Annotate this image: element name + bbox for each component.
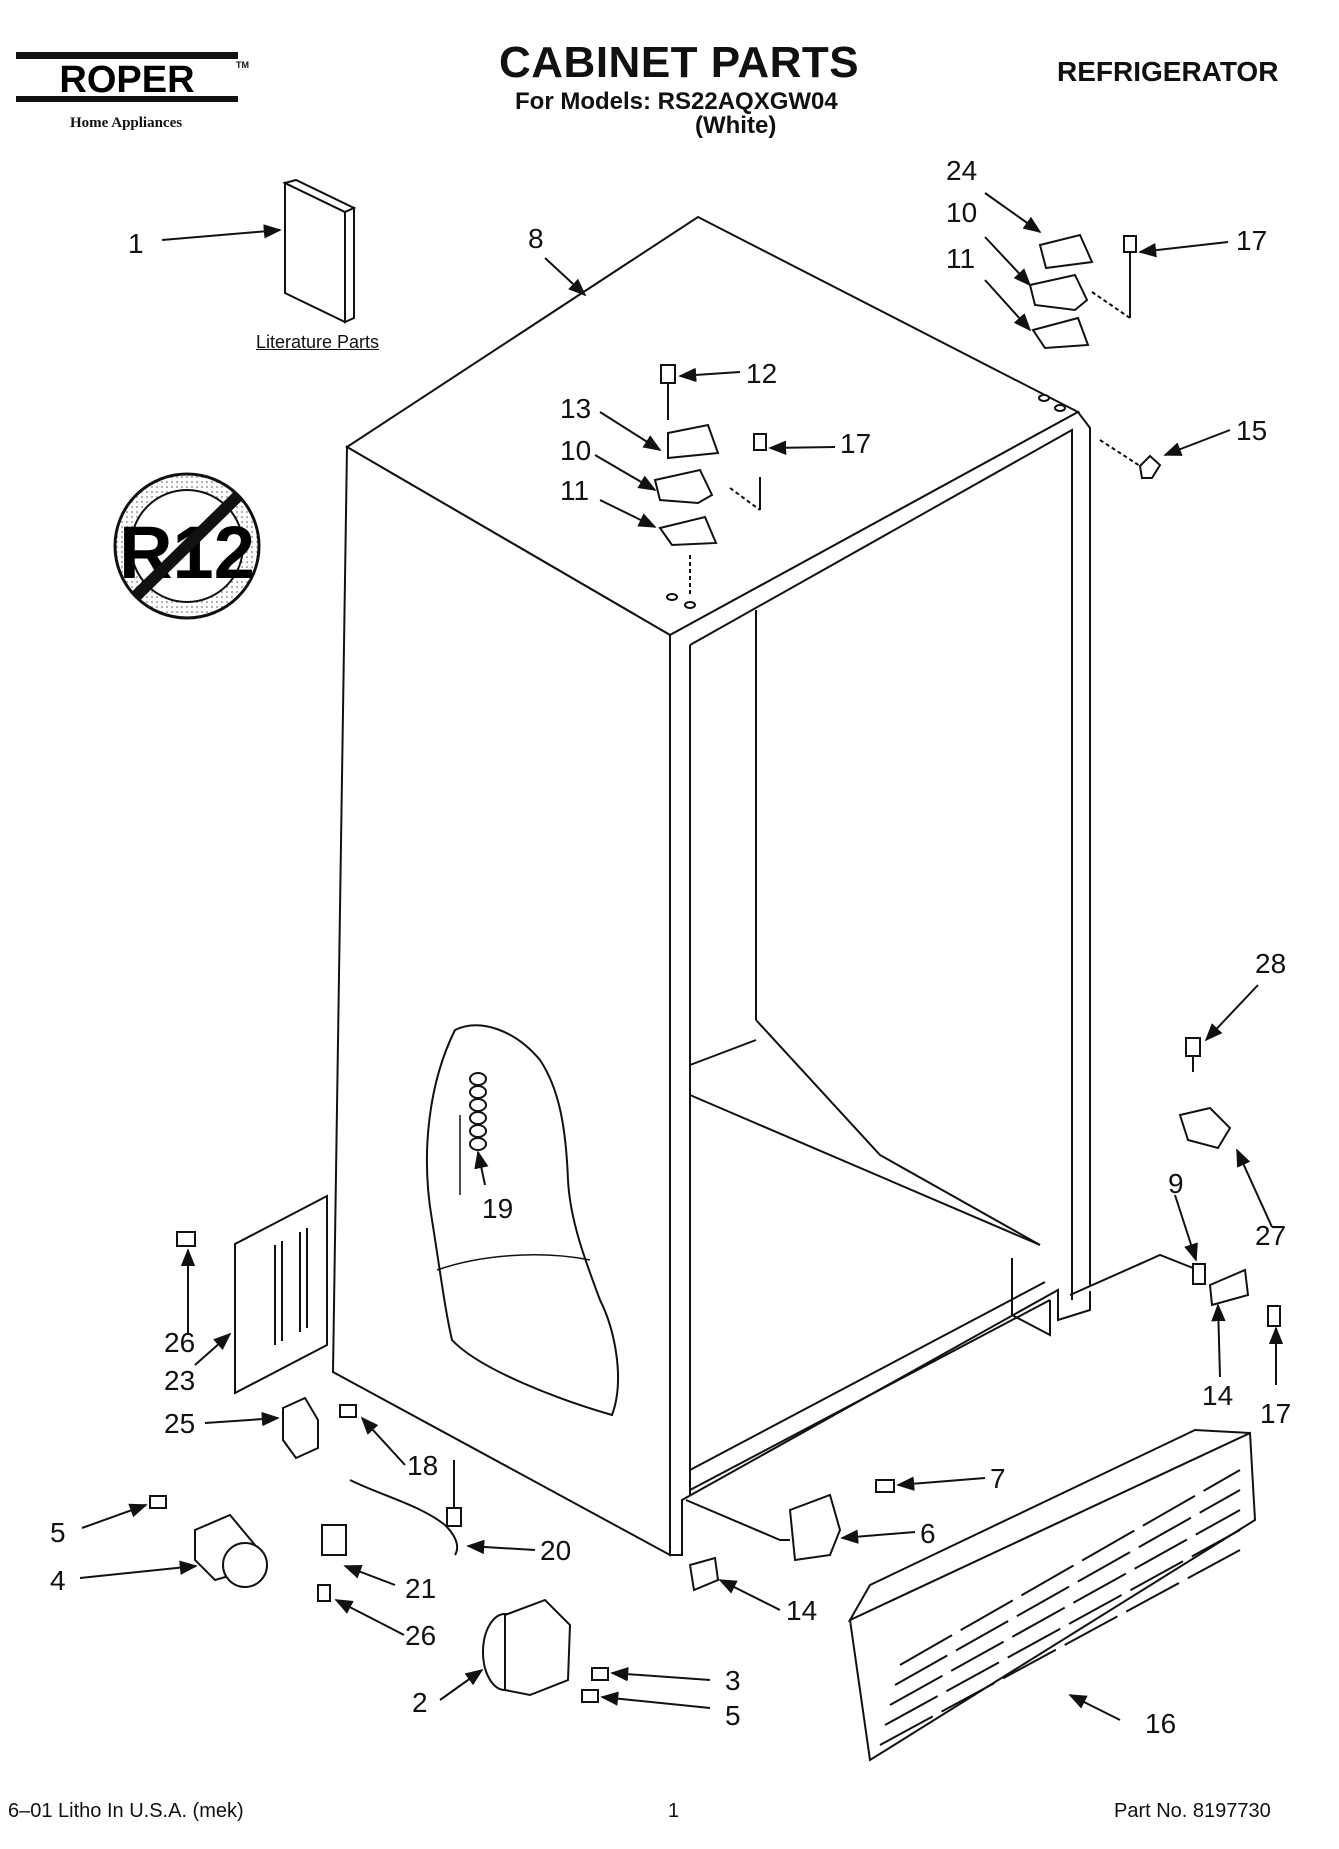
callout-9: 9 (1168, 1168, 1184, 1199)
callout-20: 20 (540, 1535, 571, 1566)
callout-5-left: 5 (50, 1517, 66, 1548)
callout-18: 18 (407, 1450, 438, 1481)
callout-24: 24 (946, 155, 977, 186)
leveling-foot-left (685, 1479, 895, 1592)
brand-name: ROPER (59, 59, 194, 101)
callout-labels: 1 8 24 10 17 11 12 13 10 17 11 15 28 9 2… (50, 155, 1291, 1739)
callout-11-center: 11 (560, 475, 589, 506)
no-r12-badge: R12 (113, 472, 261, 620)
callout-3: 3 (725, 1665, 741, 1696)
callout-17-center: 17 (840, 428, 871, 459)
print-info: 6–01 Litho In U.S.A. (mek) (8, 1800, 244, 1822)
literature-parts-label: Literature Parts (256, 332, 380, 352)
refrigerator-cabinet (331, 215, 1091, 1557)
lower-hinge-left (282, 1396, 357, 1460)
trademark-mark: TM (236, 60, 249, 70)
callout-17-right: 17 (1236, 225, 1267, 256)
page-number: 1 (668, 1800, 680, 1822)
leveling-foot-right (1069, 1253, 1281, 1327)
rear-access-panel (176, 1194, 328, 1395)
callout-14-right: 14 (1202, 1380, 1233, 1411)
part-number: Part No. 8197730 (1114, 1800, 1271, 1822)
callout-26-upper: 26 (164, 1327, 195, 1358)
callout-8: 8 (528, 223, 544, 254)
callout-28: 28 (1255, 948, 1286, 979)
callout-5-bottom: 5 (725, 1700, 741, 1731)
toe-grille (847, 1428, 1257, 1762)
model-number: For Models: RS22AQXGW04 (515, 88, 838, 115)
callout-19: 19 (482, 1193, 513, 1224)
top-hinge-right (1028, 233, 1137, 412)
callout-16: 16 (1145, 1708, 1176, 1739)
callout-15: 15 (1236, 415, 1267, 446)
callout-17-lower: 17 (1260, 1398, 1291, 1429)
callout-26-lower: 26 (405, 1620, 436, 1651)
top-hinge-center (653, 364, 767, 609)
screw-and-bracket-right (1178, 1037, 1232, 1150)
callout-27: 27 (1255, 1220, 1286, 1251)
page-title: CABINET PARTS (499, 38, 860, 87)
model-variant: (White) (695, 112, 777, 139)
callout-1: 1 (128, 228, 144, 259)
brand-subtitle: Home Appliances (70, 115, 183, 131)
callout-11-right: 11 (946, 243, 975, 274)
callout-21: 21 (405, 1573, 436, 1604)
callout-6: 6 (920, 1518, 936, 1549)
callout-4: 4 (50, 1565, 66, 1596)
front-hinge-assembly (482, 1598, 609, 1703)
plug-part (1099, 439, 1162, 479)
product-type: REFRIGERATOR (1057, 56, 1279, 87)
drain-tube-coil (469, 1072, 487, 1151)
callout-10-center: 10 (560, 435, 591, 466)
callout-7: 7 (990, 1463, 1006, 1494)
callout-13: 13 (560, 393, 591, 424)
callout-25: 25 (164, 1408, 195, 1439)
leader-lines (79, 192, 1284, 1721)
callout-12: 12 (746, 358, 777, 389)
water-tube-and-clip (317, 1460, 462, 1602)
callout-10-right: 10 (946, 197, 977, 228)
callout-2: 2 (412, 1687, 428, 1718)
roller-assembly (149, 1495, 268, 1588)
literature-booklet (282, 178, 357, 324)
callout-14-left: 14 (786, 1595, 817, 1626)
brand-logo: ROPER (16, 52, 238, 102)
callout-23: 23 (164, 1365, 195, 1396)
